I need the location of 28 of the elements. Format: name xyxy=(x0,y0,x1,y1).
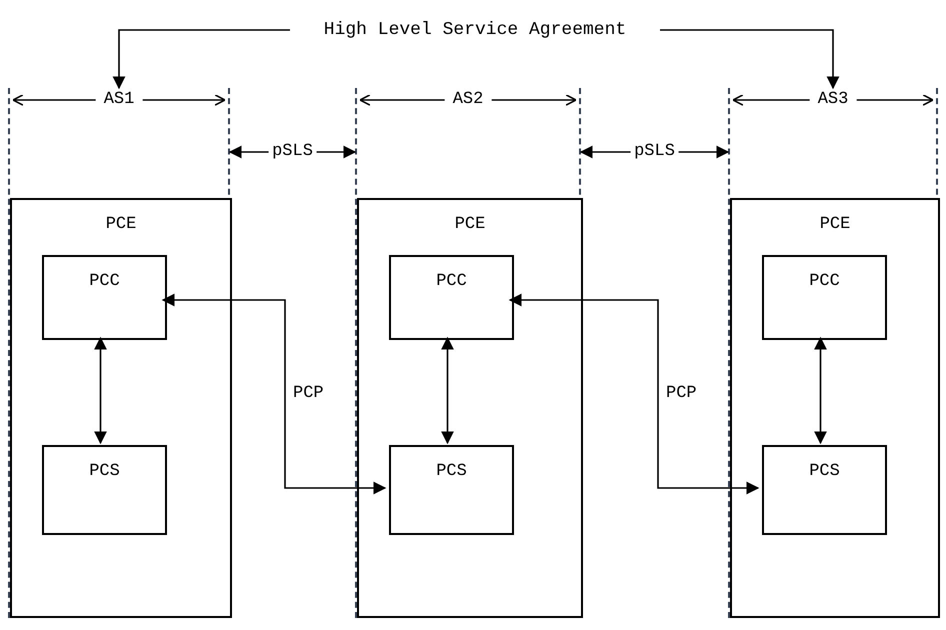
box-label: PCC xyxy=(808,271,841,293)
box-label: PCS xyxy=(88,461,121,483)
box-label: PCS xyxy=(435,461,468,483)
pce-box xyxy=(10,198,232,618)
pce-box xyxy=(730,198,940,618)
box-label: PCE xyxy=(104,214,138,236)
process-box xyxy=(42,445,167,535)
connector-arrow xyxy=(441,336,454,444)
process-box xyxy=(762,255,887,340)
connector-arrow xyxy=(94,336,107,444)
box-label: PCS xyxy=(808,461,841,483)
box-label: PCC xyxy=(435,271,468,293)
box-label: PCE xyxy=(454,214,486,236)
process-box xyxy=(389,445,514,535)
pce-box xyxy=(357,198,583,618)
connector-arrow xyxy=(660,29,840,90)
domain-region xyxy=(728,88,938,618)
process-box xyxy=(762,445,887,535)
domain-region xyxy=(355,88,581,618)
domain-region xyxy=(8,88,230,618)
process-box xyxy=(389,255,514,340)
connector-arrow xyxy=(162,294,386,494)
box-label: PCE xyxy=(818,214,852,236)
connector-arrow xyxy=(508,294,760,494)
connector-arrow xyxy=(112,29,290,90)
connector-arrow xyxy=(814,336,827,444)
process-box xyxy=(42,255,167,340)
box-label: PCC xyxy=(88,271,121,293)
